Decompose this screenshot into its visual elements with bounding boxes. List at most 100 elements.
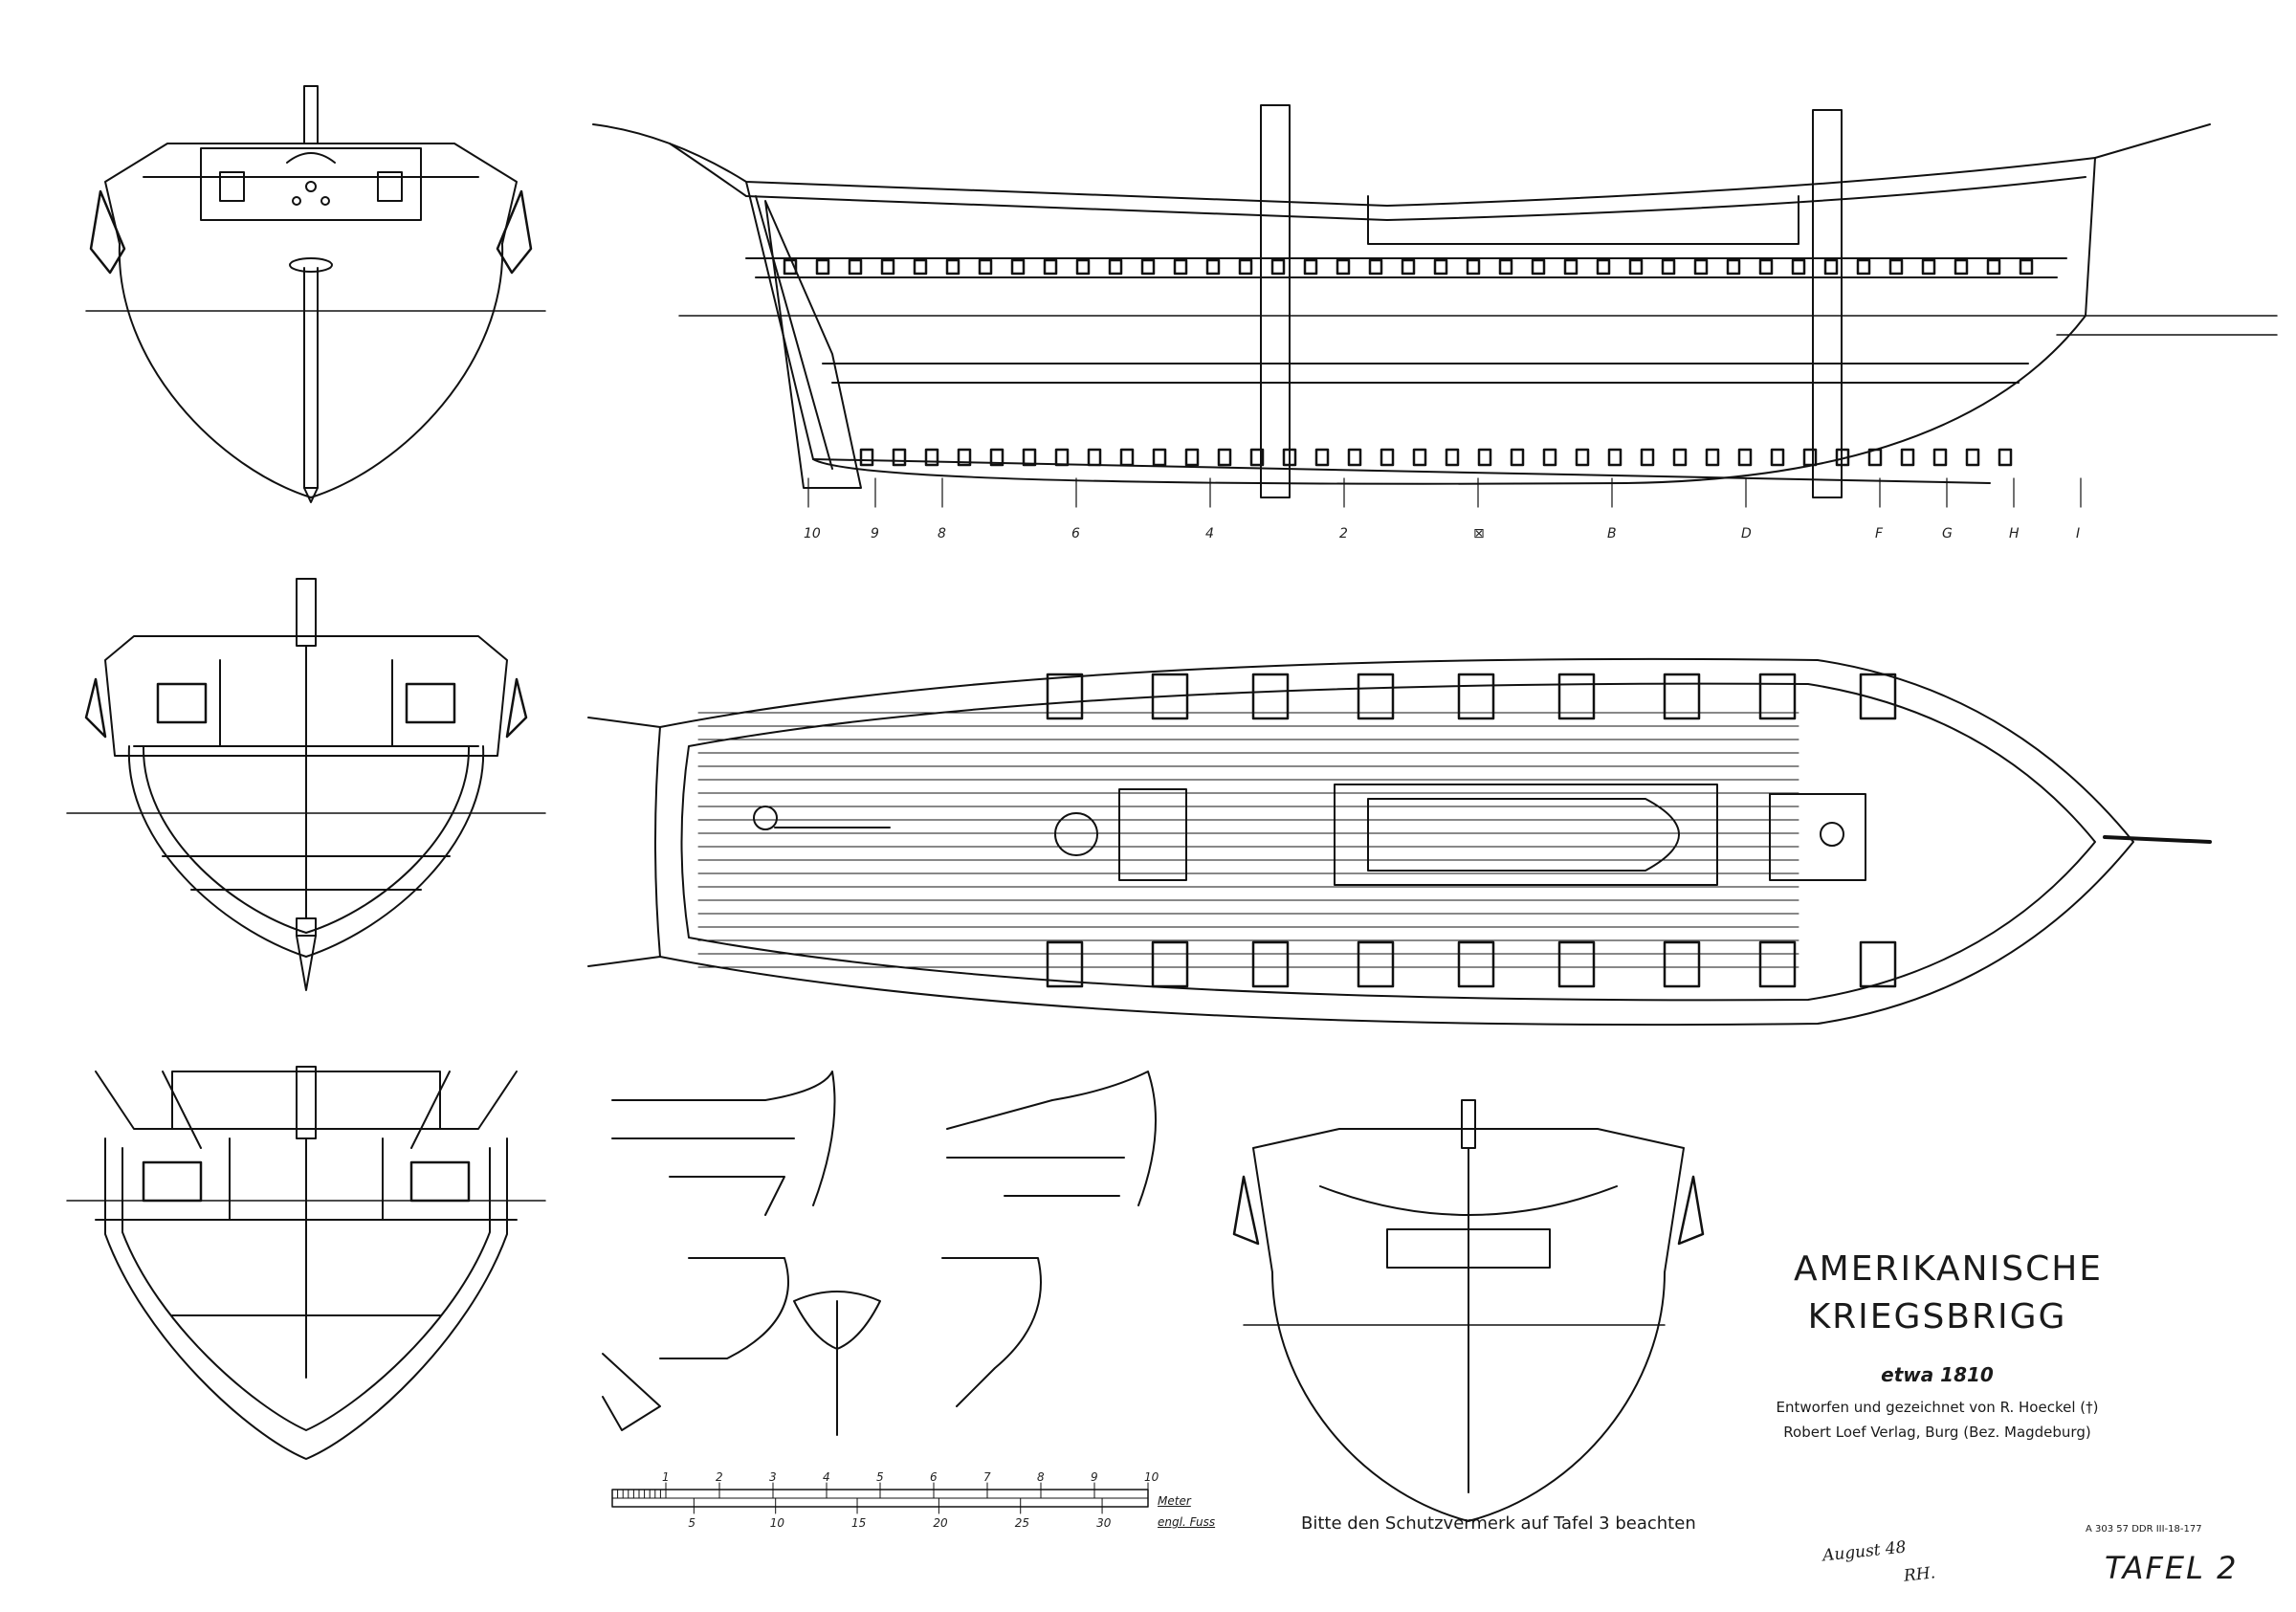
profile-view <box>592 104 2278 508</box>
scale-meter-tick-label: 4 <box>823 1470 830 1484</box>
protection-notice: Bitte den Schutzvermerk auf Tafel 3 beac… <box>1301 1513 1696 1534</box>
profile-port <box>1986 258 2001 276</box>
profile-frame <box>1314 448 1330 467</box>
profile-port <box>1856 258 1871 276</box>
profile-port <box>945 258 960 276</box>
plan-credit-publisher: Robert Loef Verlag, Burg (Bez. Magdeburg… <box>1783 1424 2091 1441</box>
profile-frame <box>1510 448 1525 467</box>
profile-port <box>1433 258 1448 276</box>
carronade-port <box>1151 940 1189 988</box>
scale-foot-tick-label: 20 <box>933 1516 948 1530</box>
profile-port <box>1205 258 1221 276</box>
scale-foot-tick-label: 25 <box>1015 1516 1029 1530</box>
profile-frame <box>924 448 939 467</box>
profile-port <box>1140 258 1156 276</box>
carronade-starboard <box>1457 673 1495 720</box>
scale-foot-tick-label: 5 <box>688 1516 695 1530</box>
profile-frame <box>1770 448 1785 467</box>
carronade-port <box>1357 940 1395 988</box>
profile-frame <box>1249 448 1265 467</box>
profile-port <box>1303 258 1318 276</box>
profile-frame <box>1542 448 1557 467</box>
profile-port <box>913 258 928 276</box>
carronade-port <box>1557 940 1596 988</box>
station-label: G <box>1942 526 1953 541</box>
scale-meter-tick-label: 8 <box>1037 1470 1045 1484</box>
profile-port <box>1726 258 1741 276</box>
profile-frame <box>1835 448 1850 467</box>
signature-initials: RH. <box>1903 1563 1936 1586</box>
profile-frame <box>1867 448 1883 467</box>
profile-frame <box>1380 448 1395 467</box>
carronade-port <box>1859 940 1897 988</box>
scale-meter-tick-label: 1 <box>662 1470 670 1484</box>
carronade-starboard <box>1151 673 1189 720</box>
profile-frame <box>1607 448 1623 467</box>
station-label: 8 <box>938 526 946 541</box>
station-label: 6 <box>1071 526 1080 541</box>
print-code: A 303 57 DDR III-18-177 <box>2086 1524 2202 1535</box>
profile-frame <box>1087 448 1102 467</box>
scale-bar <box>611 1482 1149 1514</box>
station-label: 4 <box>1205 526 1214 541</box>
station-label: ⊠ <box>1473 526 1485 541</box>
carronade-starboard <box>1758 673 1797 720</box>
plate-number: TAFEL 2 <box>2105 1550 2239 1586</box>
carronade-starboard <box>1357 673 1395 720</box>
plan-title-line1: AMERIKANISCHE <box>1794 1249 2104 1289</box>
bow-view <box>1232 1099 1705 1522</box>
profile-frame <box>1347 448 1362 467</box>
profile-port <box>1498 258 1513 276</box>
profile-port <box>1628 258 1644 276</box>
carronade-port <box>1663 940 1701 988</box>
profile-port <box>1270 258 1286 276</box>
station-label: F <box>1875 526 1884 541</box>
profile-port <box>1401 258 1416 276</box>
profile-frame <box>1640 448 1655 467</box>
profile-port <box>1791 258 1806 276</box>
profile-port <box>978 258 993 276</box>
profile-port <box>880 258 895 276</box>
profile-frame <box>1932 448 1948 467</box>
profile-port <box>1336 258 1351 276</box>
profile-port <box>815 258 830 276</box>
profile-frame <box>1119 448 1135 467</box>
profile-port <box>1888 258 1904 276</box>
carronade-port <box>1758 940 1797 988</box>
carronade-port <box>1457 940 1495 988</box>
scale-meter-tick-label: 10 <box>1144 1470 1159 1484</box>
scale-meter-tick-label: 3 <box>769 1470 777 1484</box>
carronade-starboard <box>1663 673 1701 720</box>
profile-port <box>1823 258 1839 276</box>
profile-port <box>1466 258 1481 276</box>
station-label: I <box>2076 526 2080 541</box>
profile-frame <box>859 448 874 467</box>
carronade-starboard <box>1046 673 1084 720</box>
scale-foot-tick-label: 10 <box>770 1516 785 1530</box>
station-label: D <box>1741 526 1752 541</box>
profile-frame <box>1184 448 1200 467</box>
scale-meter-tick-label: 2 <box>716 1470 723 1484</box>
scale-meter-tick-label: 6 <box>930 1470 938 1484</box>
plan-title-line2: KRIEGSBRIGG <box>1807 1297 2067 1336</box>
carronade-port <box>1251 940 1290 988</box>
plan-date: etwa 1810 <box>1881 1363 1994 1386</box>
profile-frame <box>1477 448 1492 467</box>
profile-port <box>1921 258 1936 276</box>
profile-frame <box>1802 448 1818 467</box>
profile-frame <box>1412 448 1427 467</box>
profile-frame <box>1152 448 1167 467</box>
profile-port <box>783 258 798 276</box>
profile-frame <box>892 448 907 467</box>
profile-frame <box>1672 448 1688 467</box>
profile-port <box>1596 258 1611 276</box>
scale-foot-label: engl. Fuss <box>1158 1515 1216 1529</box>
profile-port <box>1108 258 1123 276</box>
profile-port <box>1661 258 1676 276</box>
station-label: H <box>2009 526 2020 541</box>
station-label: 9 <box>871 526 879 541</box>
station-label: 2 <box>1339 526 1348 541</box>
profile-frame <box>1965 448 1980 467</box>
profile-frame <box>1737 448 1753 467</box>
